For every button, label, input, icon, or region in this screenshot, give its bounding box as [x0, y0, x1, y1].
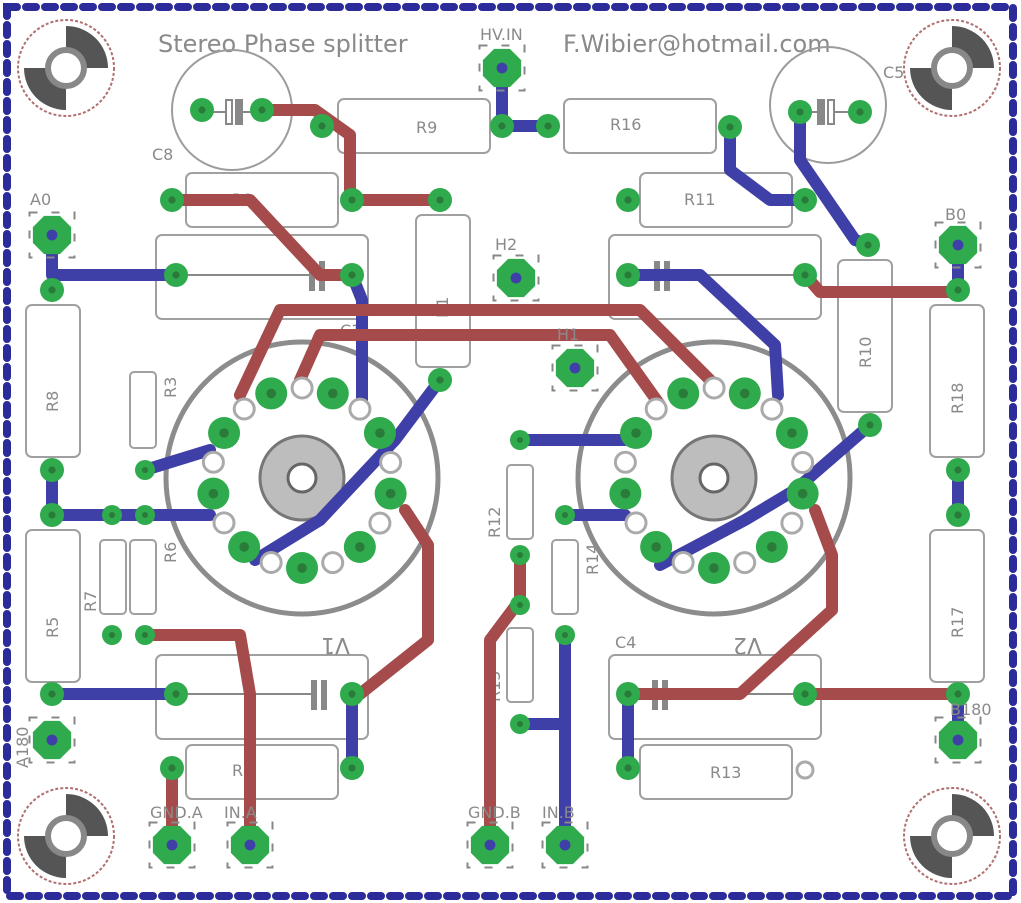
- r18-body: [929, 304, 985, 458]
- c4-label: C4: [615, 633, 636, 652]
- v1-cap-body: [155, 654, 369, 740]
- r18-label: R18: [948, 383, 967, 414]
- r8-body: [25, 304, 81, 458]
- r11-label: R11: [684, 190, 715, 209]
- r6-body: [129, 539, 157, 615]
- r5-label: R5: [43, 617, 62, 638]
- h1-label: H1: [557, 325, 579, 344]
- r12-body: [506, 464, 534, 540]
- r16-body: [563, 98, 717, 154]
- gnd-b-label: GND.B: [468, 803, 521, 822]
- in-b-label: IN.B: [542, 803, 575, 822]
- v2-label: V2: [733, 632, 762, 657]
- h2-label: H2: [495, 235, 517, 254]
- r7-body: [99, 539, 127, 615]
- hv-in-label: HV.IN: [480, 25, 523, 44]
- c5-label: C5: [883, 63, 904, 82]
- c3-body: [608, 234, 822, 320]
- board-title: Stereo Phase splitter: [158, 30, 408, 58]
- r3-label: R3: [161, 377, 180, 398]
- r1-body: [415, 214, 471, 368]
- a0-label: A0: [30, 190, 51, 209]
- r15-body: [506, 627, 534, 703]
- r6-label: R6: [161, 542, 180, 563]
- r14-body: [551, 539, 579, 615]
- r16-label: R16: [610, 115, 641, 134]
- r8-label: R8: [43, 391, 62, 412]
- c8-symbol: [210, 99, 256, 125]
- mounting-holes: [17, 19, 1001, 885]
- r13-body: [639, 744, 793, 800]
- b180-label: B180: [950, 700, 992, 719]
- v1-label: V1: [321, 632, 350, 657]
- c5-outline: [769, 46, 887, 164]
- in-a-label: IN.A: [224, 803, 257, 822]
- c8-label: C8: [152, 145, 173, 164]
- gnd-a-label: GND.A: [150, 803, 203, 822]
- c5-symbol: [805, 99, 852, 125]
- r17-label: R17: [948, 607, 967, 638]
- r3-body: [129, 371, 157, 449]
- top-traces: [139, 104, 964, 851]
- r7-label: R7: [81, 591, 100, 612]
- r9-label: R9: [416, 118, 437, 137]
- board-author: F.Wibier@hotmail.com: [563, 30, 831, 58]
- r12-label: R12: [485, 507, 504, 538]
- b0-label: B0: [945, 205, 966, 224]
- pads: [28, 44, 982, 869]
- v2-socket: [575, 339, 853, 617]
- r5-body: [25, 529, 81, 683]
- board-outline: [3, 3, 1017, 900]
- r13-label: R13: [710, 763, 741, 782]
- r10-body: [837, 259, 893, 413]
- r17-body: [929, 529, 985, 683]
- a180-label: A180: [13, 727, 32, 768]
- r10-label: R10: [856, 337, 875, 368]
- v1-socket: [163, 339, 441, 617]
- r9-body: [337, 98, 491, 154]
- r4-body: [185, 744, 339, 800]
